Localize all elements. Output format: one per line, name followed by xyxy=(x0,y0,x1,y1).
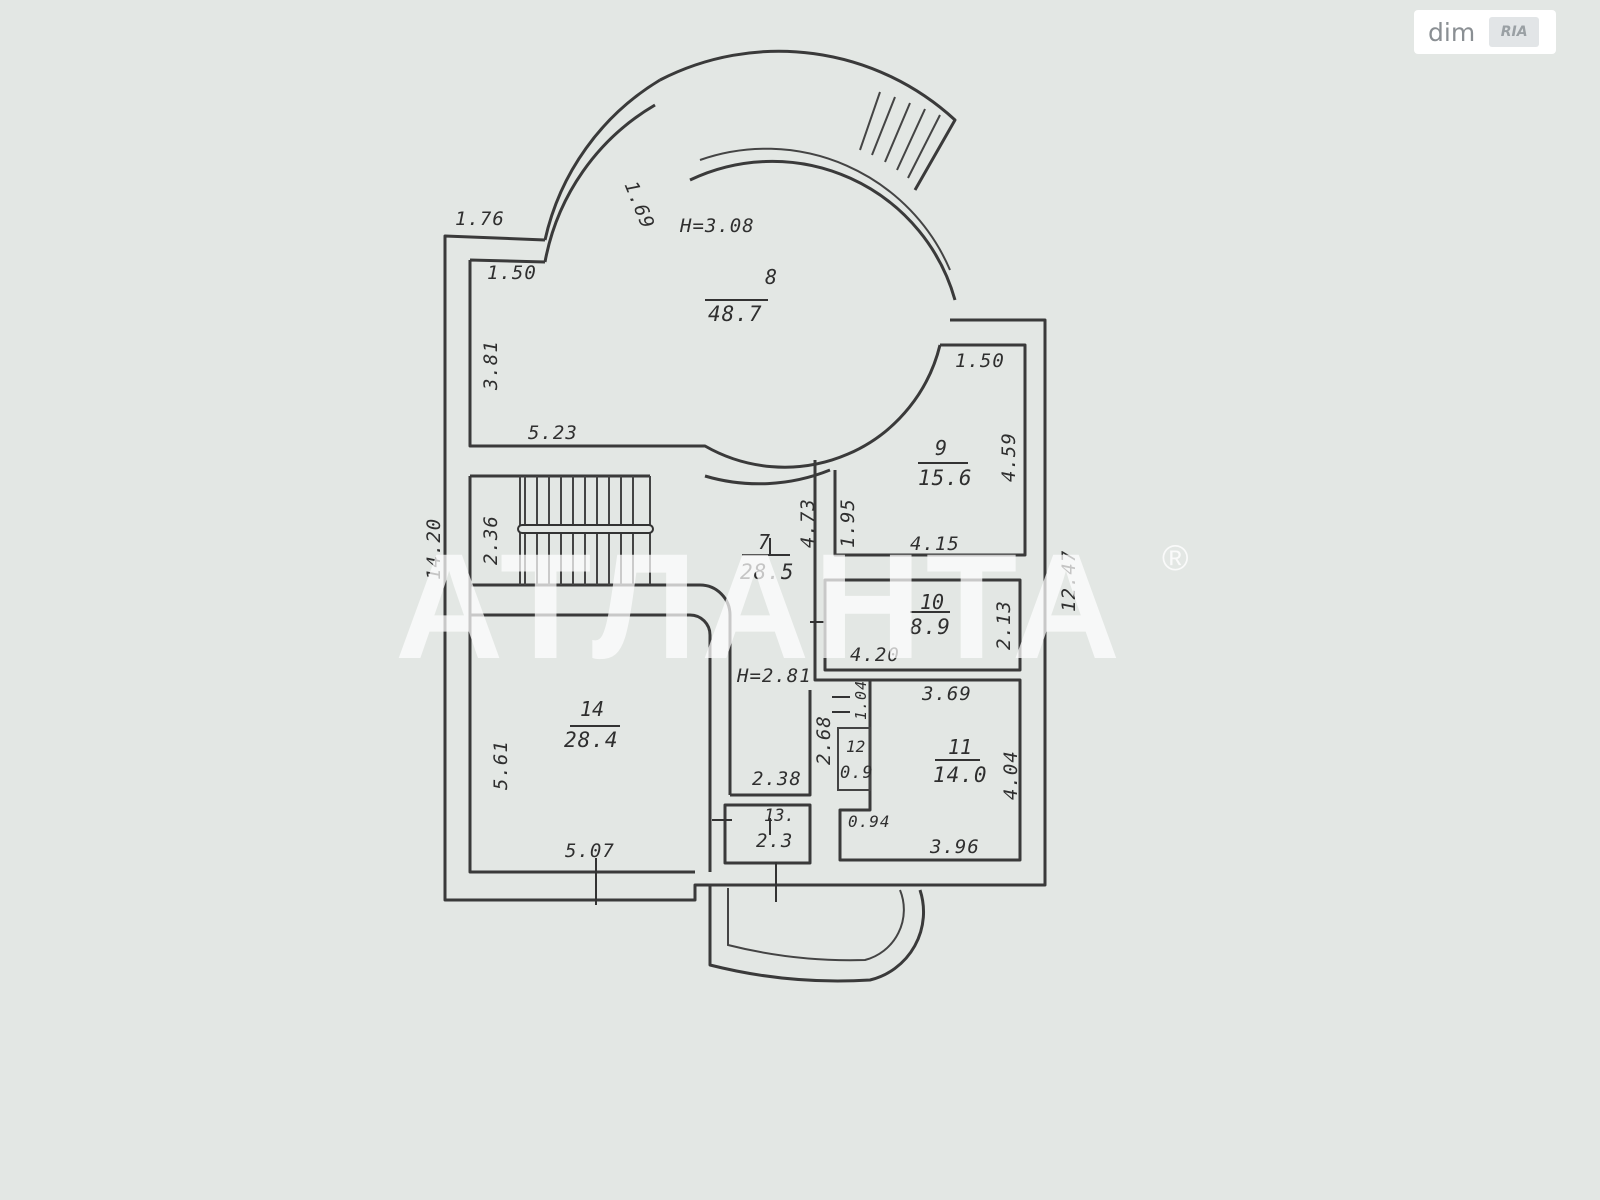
logo-text: dim xyxy=(1428,17,1476,47)
room-14-area: 28.4 xyxy=(564,728,619,752)
bottom-bay-wall xyxy=(708,885,926,983)
room-10-number: 10 xyxy=(920,590,945,614)
outer-stair-tread xyxy=(871,96,896,156)
room-9-area: 15.6 xyxy=(918,466,973,490)
room-12-wall xyxy=(837,727,871,791)
round-hall-inner-arc xyxy=(543,103,656,263)
dimension-label: 1.50 xyxy=(955,350,1005,372)
stair-handrail xyxy=(517,524,654,534)
dimension-label: 4.59 xyxy=(998,432,1020,482)
corridor-outline xyxy=(650,583,732,795)
room-8-area: 48.7 xyxy=(708,302,763,326)
corridor-inner-wall xyxy=(730,460,850,797)
room-10-wall xyxy=(823,578,1022,672)
logo-sub: RIA xyxy=(1489,17,1540,47)
agency-watermark: АТЛАНТА xyxy=(395,522,1125,690)
dimension-label: 4.15 xyxy=(910,533,960,555)
dimension-label: 3.81 xyxy=(480,340,502,390)
dimension-label: 5.23 xyxy=(528,422,578,444)
outer-stair-curve xyxy=(659,49,957,191)
room-10-area: 8.9 xyxy=(910,615,951,639)
bottom-bay-inner xyxy=(727,888,905,962)
dimension-label: 1.50 xyxy=(487,262,537,284)
room-14-wall xyxy=(470,613,712,872)
room-13-area: 2.3 xyxy=(756,830,794,852)
dimension-label: 1.76 xyxy=(455,208,505,230)
dimria-logo[interactable]: dim RIA xyxy=(1414,10,1556,54)
ceiling-height-lower: H=2.81 xyxy=(737,665,812,687)
room-12-area: 0.9 xyxy=(840,763,874,783)
dimension-label: 5.61 xyxy=(490,740,512,790)
room-7-area: 28.5 xyxy=(740,560,795,584)
dimension-label: 5.07 xyxy=(565,840,615,862)
registered-mark: ® xyxy=(1162,537,1189,578)
room-11-wall xyxy=(838,678,1022,862)
round-hall-wall xyxy=(543,78,957,301)
outer-stair-tread xyxy=(859,91,881,151)
outer-stair-tread xyxy=(896,108,926,171)
room-12-number: 12 xyxy=(846,737,866,756)
room-9-wall xyxy=(833,343,1027,557)
outer-stair-tread xyxy=(907,114,941,179)
corridor-arc xyxy=(650,344,942,486)
dimension-label: 4.20 xyxy=(850,644,900,666)
dimension-label: 4.04 xyxy=(1000,750,1022,800)
room-14-number: 14 xyxy=(580,697,605,721)
room-13-number: 13. xyxy=(764,806,795,826)
round-hall-window-arc xyxy=(699,147,951,271)
dimension-label: 0.94 xyxy=(848,812,891,831)
ceiling-height-upper: H=3.08 xyxy=(680,215,755,237)
dimension-label: 3.96 xyxy=(930,836,980,858)
room-11-area: 14.0 xyxy=(933,763,988,787)
room-8-number: 8 xyxy=(765,265,778,289)
outer-wall xyxy=(443,234,1047,902)
room-9-number: 9 xyxy=(935,436,948,460)
dimension-label: 3.69 xyxy=(922,683,972,705)
dimension-label: 2.68 xyxy=(813,715,835,765)
outer-stair-tread xyxy=(884,102,911,163)
room-11-number: 11 xyxy=(948,735,973,759)
room-7-number: 7 xyxy=(758,530,771,554)
room-13-wall xyxy=(723,803,812,865)
dimension-label: 2.38 xyxy=(752,768,802,790)
